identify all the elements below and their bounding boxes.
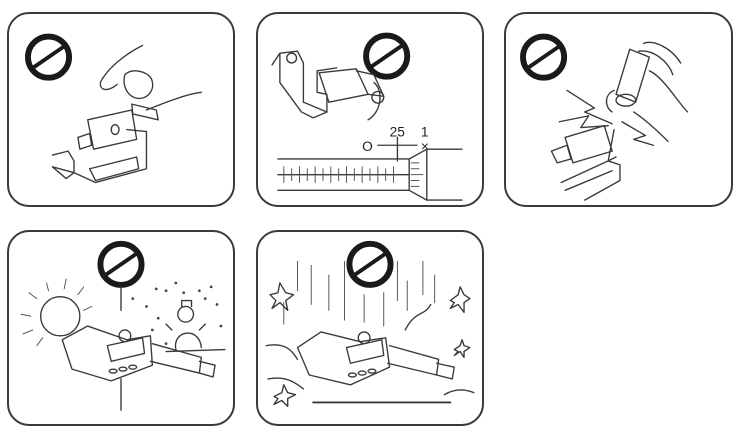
panel-no-turning-by-frame [7,12,235,207]
panel-no-improper-scale-reading: 25 1 O × [256,12,484,207]
electric-engraver-illustration [520,33,689,201]
micrometer-icon [296,331,455,386]
micrometer-hand-illustration [25,33,203,184]
snowman-icon [165,299,226,353]
dropped-micrometer-illustration [265,240,475,408]
panel-no-electric-engraving [504,12,733,207]
prohibition-icon [97,240,145,288]
prohibition-icon [25,33,73,81]
value-1-label: 1 [421,124,429,139]
prohibition-icon [346,240,394,288]
panel-no-dropping [256,230,484,426]
prohibition-icon [520,33,568,81]
sun-icon [20,278,93,347]
panel-no-temperature-extremes [7,230,235,426]
incorrect-mark-label: × [421,139,429,154]
prohibition-icon [363,32,411,80]
value-25-label: 25 [390,124,406,139]
impact-stars [269,282,471,408]
micrometer-scale-illustration: 25 1 O × [271,32,463,201]
snowflakes [131,281,223,346]
scale-ticks [283,162,424,187]
micrometer-icon [61,325,216,382]
correct-mark-label: O [362,139,373,154]
motion-lines [283,260,436,327]
sun-snow-micrometer-illustration [20,240,226,411]
